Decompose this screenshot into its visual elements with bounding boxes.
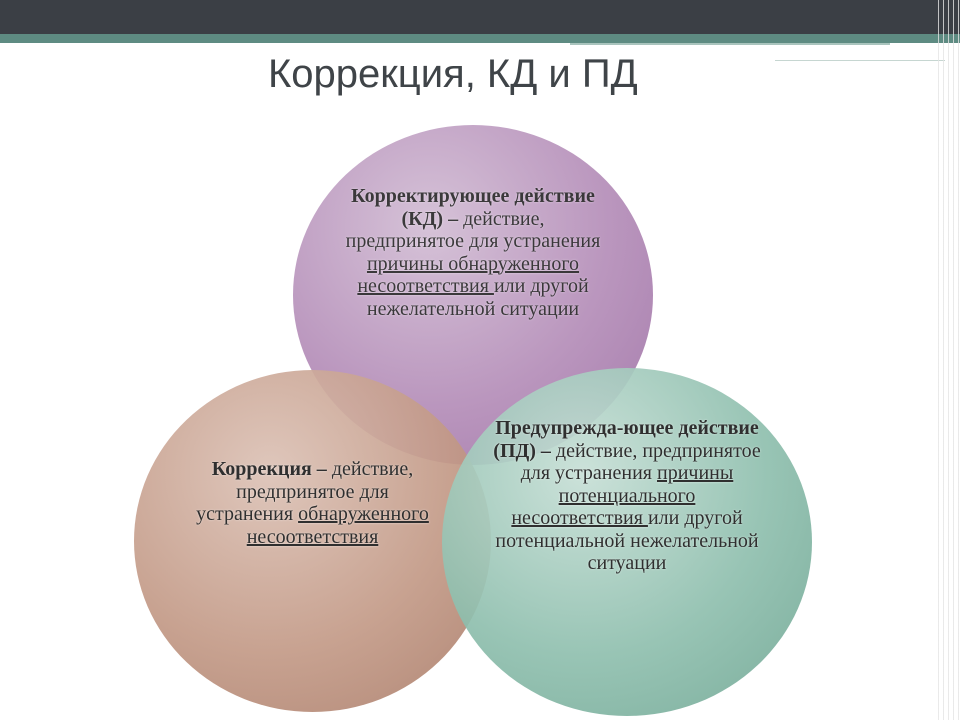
decorative-line: [570, 43, 890, 45]
correction-underlined: обнаруженного несоответствия: [246, 503, 429, 548]
corrective-action-text: Корректирующее действие (КД) – действие,…: [343, 185, 603, 320]
correction-text: Коррекция – действие, предпринятое для у…: [190, 458, 435, 548]
preventive-action-term: Предупрежда-ющее действие (ПД) –: [493, 417, 759, 462]
preventive-action-desc-2: или другой потенциальной нежелательной с…: [495, 507, 759, 574]
circle-correction: [134, 370, 491, 712]
top-bar: [0, 0, 960, 34]
decorative-line-2: [775, 60, 945, 61]
correction-term: Коррекция –: [211, 458, 327, 480]
circle-preventive-action: [442, 368, 812, 716]
corrective-action-desc-2: или другой нежелательной ситуации: [366, 275, 589, 320]
correction-desc-1: действие, предпринятое для устранения: [196, 458, 414, 525]
preventive-action-desc-1: действие, предпринятое для устранения: [520, 439, 761, 485]
preventive-action-text: Предупрежда-ющее действие (ПД) – действи…: [492, 417, 762, 575]
decorative-edge-lines: [938, 0, 960, 720]
accent-stripe: [0, 34, 960, 43]
corrective-action-underlined: причины обнаруженного несоответствия: [357, 252, 580, 298]
corrective-action-term: Корректирующее действие (КД) –: [351, 185, 595, 230]
preventive-action-underlined: причины потенциального несоответствия: [511, 462, 734, 529]
slide-title: Коррекция, КД и ПД: [268, 52, 638, 96]
corrective-action-desc-1: действие, предпринятое для устранения: [345, 207, 601, 253]
